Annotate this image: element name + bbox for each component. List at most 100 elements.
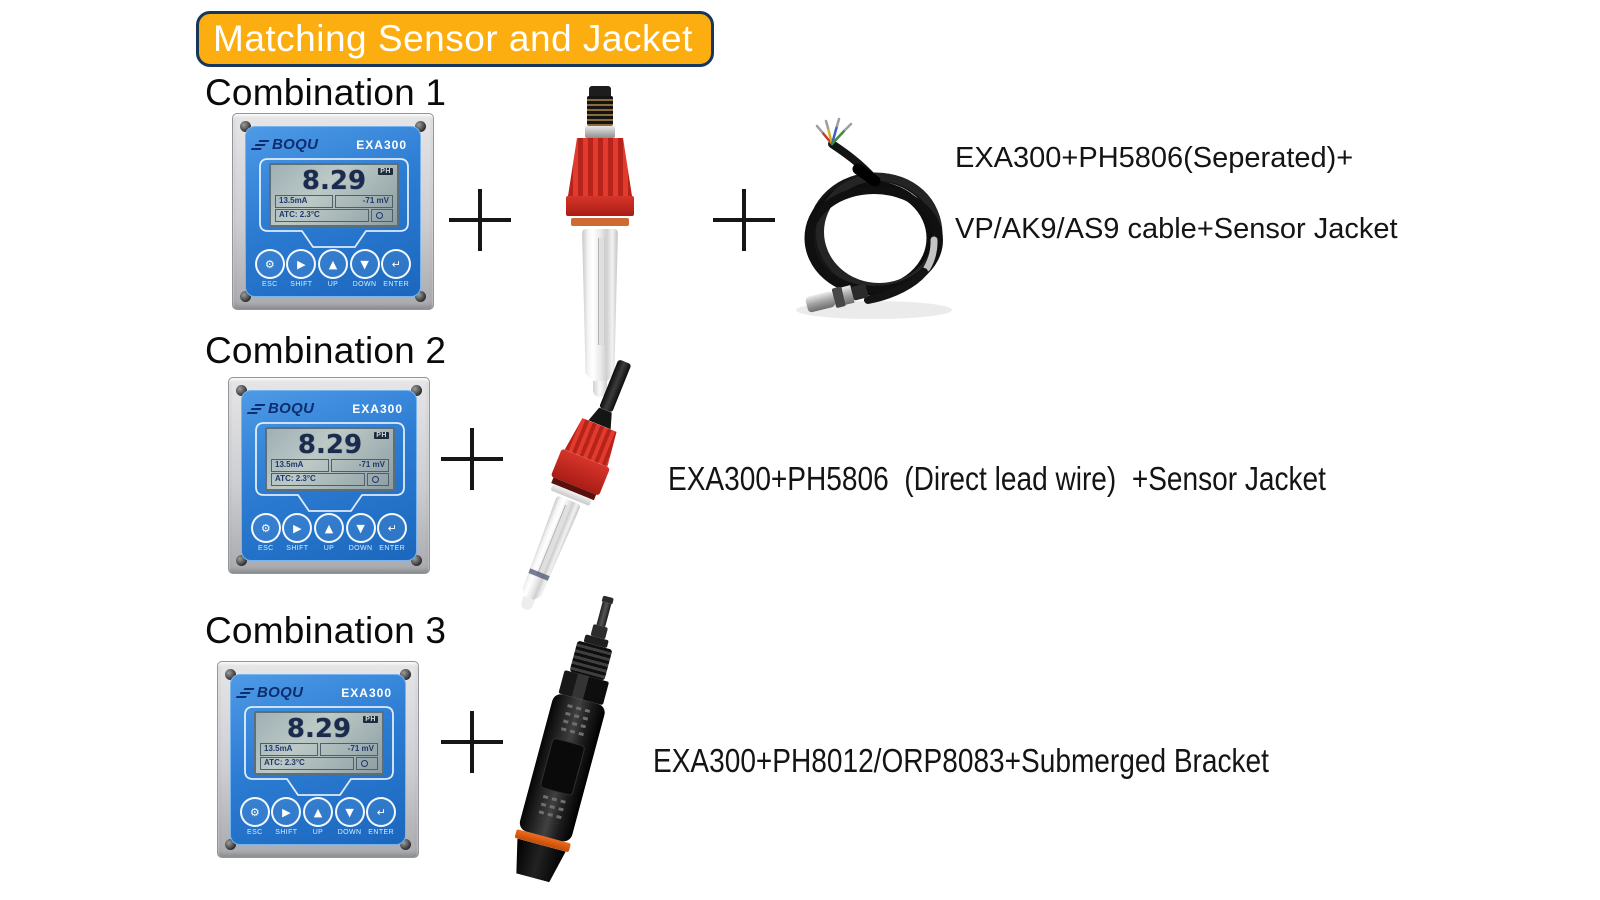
atc-readout: ATC: 2.3°C xyxy=(260,757,354,770)
top-rod xyxy=(595,601,611,627)
play-icon: ▶ xyxy=(286,249,317,279)
corner-screw-icon xyxy=(240,121,251,132)
ph-controller-exa300: BOQU EXA300 PH 8.29 13.5mA -71 mV ATC: 2… xyxy=(228,377,430,574)
corner-screw-icon xyxy=(411,385,422,396)
lcd-display: PH 8.29 13.5mA -71 mV ATC: 2.3°C xyxy=(269,163,399,227)
combination-2-description: EXA300+PH5806 (Direct lead wire) +Sensor… xyxy=(668,460,1326,497)
ph-controller-exa300: BOQU EXA300 PH 8.29 13.5mA -71 mV ATC: 2… xyxy=(232,113,434,310)
triangle-up-icon: ▲ xyxy=(317,249,348,279)
meter-header: BOQU EXA300 xyxy=(242,391,416,417)
esc-button: ⚙ ESC xyxy=(250,513,282,552)
ph-value: 8.29 xyxy=(286,714,352,744)
meter-front-panel: BOQU EXA300 PH 8.29 13.5mA -71 mV ATC: 2… xyxy=(241,390,417,561)
corner-screw-icon xyxy=(225,839,236,850)
combination-1-description-line-2: VP/AK9/AS9 cable+Sensor Jacket xyxy=(955,213,1398,245)
lcd-row-1: 13.5mA -71 mV xyxy=(260,743,378,756)
up-button: ▲ UP xyxy=(317,249,349,288)
ph-unit-badge: PH xyxy=(378,168,393,175)
lcd-display: PH 8.29 13.5mA -71 mV ATC: 2.3°C xyxy=(254,711,384,775)
triangle-down-icon: ▼ xyxy=(349,249,380,279)
metal-band xyxy=(585,126,615,138)
ph-unit-badge: PH xyxy=(363,716,378,723)
sensor-window xyxy=(539,737,586,797)
corner-screw-icon xyxy=(236,555,247,566)
gear-icon: ⚙ xyxy=(254,249,285,279)
esc-button: ⚙ ESC xyxy=(254,249,286,288)
ph5806-direct-wire-sensor xyxy=(474,341,676,630)
lcd-row-2: ATC: 2.3°C xyxy=(271,473,389,486)
enter-arrow-icon: ↵ xyxy=(366,797,397,827)
lcd-row-2: ATC: 2.3°C xyxy=(275,209,393,222)
combination-2-title: Combination 2 xyxy=(205,330,447,371)
glass-electrode-body xyxy=(582,229,618,381)
shift-button: ▶ SHIFT xyxy=(271,797,303,836)
logo-speed-lines-icon xyxy=(258,139,270,142)
model-label: EXA300 xyxy=(356,137,407,152)
triangle-down-icon: ▼ xyxy=(345,513,376,543)
brand-text: BOQU xyxy=(272,136,319,153)
cable-connector xyxy=(805,283,869,313)
vent-slots xyxy=(536,794,566,824)
boqu-logo: BOQU xyxy=(258,136,319,153)
lcd-row-1: 13.5mA -71 mV xyxy=(275,195,393,208)
up-button: ▲ UP xyxy=(302,797,334,836)
logo-speed-lines-icon xyxy=(243,687,255,690)
atc-readout: ATC: 2.3°C xyxy=(275,209,369,222)
down-button: ▼ DOWN xyxy=(345,513,377,552)
logo-speed-lines-icon xyxy=(254,403,266,406)
keypad: ⚙ ESC ▶ SHIFT ▲ UP ▼ DOWN ↵ ENTER xyxy=(239,797,397,836)
lcd-bezel-outline xyxy=(244,706,394,796)
model-label: EXA300 xyxy=(341,685,392,700)
vent-slots xyxy=(559,703,590,739)
shift-button: ▶ SHIFT xyxy=(282,513,314,552)
combination-3-description: EXA300+PH8012/ORP8083+Submerged Bracket xyxy=(653,742,1269,779)
red-threaded-cap xyxy=(568,138,632,196)
corner-screw-icon xyxy=(240,291,251,302)
keypad: ⚙ ESC ▶ SHIFT ▲ UP ▼ DOWN ↵ ENTER xyxy=(250,513,408,552)
corner-screw-icon xyxy=(400,669,411,680)
corner-screw-icon xyxy=(400,839,411,850)
mv-readout: -71 mV xyxy=(335,195,393,208)
sensor-connector-cap xyxy=(589,86,611,96)
down-button: ▼ DOWN xyxy=(349,249,381,288)
up-button: ▲ UP xyxy=(313,513,345,552)
ph-controller-exa300: BOQU EXA300 PH 8.29 13.5mA -71 mV ATC: 2… xyxy=(217,661,419,858)
enter-arrow-icon: ↵ xyxy=(377,513,408,543)
atc-readout: ATC: 2.3°C xyxy=(271,473,365,486)
sensor-cable xyxy=(599,359,632,413)
combination-1-description-line-1: EXA300+PH5806(Seperated)+ xyxy=(955,142,1354,174)
triangle-down-icon: ▼ xyxy=(334,797,365,827)
triangle-up-icon: ▲ xyxy=(313,513,344,543)
enter-button: ↵ ENTER xyxy=(376,513,408,552)
shift-button: ▶ SHIFT xyxy=(286,249,318,288)
section-badge: Matching Sensor and Jacket xyxy=(196,11,714,67)
model-label: EXA300 xyxy=(352,401,403,416)
ph-value: 8.29 xyxy=(297,430,363,460)
current-readout: 13.5mA xyxy=(271,459,329,472)
lcd-display: PH 8.29 13.5mA -71 mV ATC: 2.3°C xyxy=(265,427,395,491)
corner-screw-icon xyxy=(415,291,426,302)
lcd-row-2: ATC: 2.3°C xyxy=(260,757,378,770)
meter-header: BOQU EXA300 xyxy=(246,127,420,153)
boqu-logo: BOQU xyxy=(254,400,315,417)
ph-value: 8.29 xyxy=(301,166,367,196)
lcd-bezel-outline xyxy=(255,422,405,512)
esc-button: ⚙ ESC xyxy=(239,797,271,836)
sensor-connector xyxy=(587,96,613,126)
sensor-body xyxy=(517,692,607,844)
meter-front-panel: BOQU EXA300 PH 8.29 13.5mA -71 mV ATC: 2… xyxy=(230,674,406,845)
lcd-bezel-outline xyxy=(259,158,409,248)
keypad: ⚙ ESC ▶ SHIFT ▲ UP ▼ DOWN ↵ ENTER xyxy=(254,249,412,288)
brand-text: BOQU xyxy=(268,400,315,417)
status-icon xyxy=(367,473,389,486)
plus-sign xyxy=(441,711,503,773)
down-button: ▼ DOWN xyxy=(334,797,366,836)
status-icon xyxy=(356,757,378,770)
corner-screw-icon xyxy=(411,555,422,566)
play-icon: ▶ xyxy=(271,797,302,827)
mv-readout: -71 mV xyxy=(320,743,378,756)
ph8012-submerged-sensor xyxy=(475,581,666,893)
current-readout: 13.5mA xyxy=(260,743,318,756)
sensor-cable-coil xyxy=(796,117,952,319)
corner-screw-icon xyxy=(225,669,236,680)
